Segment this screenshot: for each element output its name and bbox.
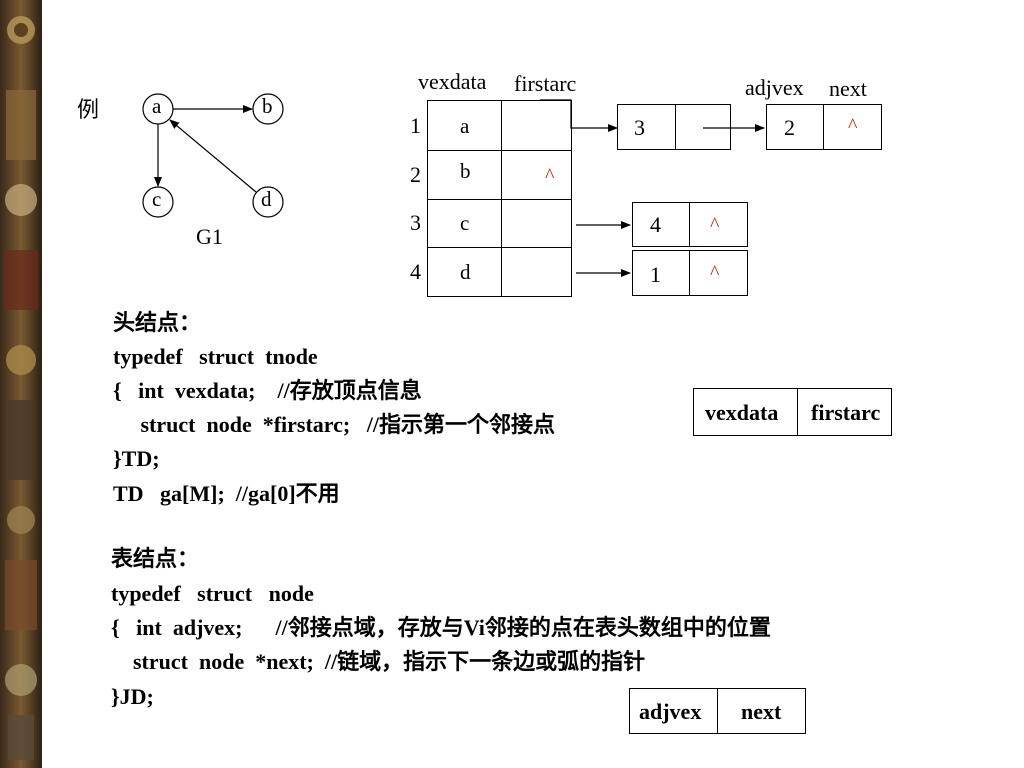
head-table (427, 100, 572, 297)
head-struct-title: 头结点： (113, 310, 202, 335)
vexdata-cell-4: d (460, 260, 471, 284)
firstarc-header: firstarc (514, 71, 577, 96)
head-table-divider (501, 100, 502, 297)
node-d-label: d (261, 187, 272, 211)
head-struct-line-5: TD ga[M]; //ga[0]不用 (113, 481, 340, 506)
head-struct-line-4: }TD; (113, 446, 160, 471)
node-c-circle (142, 186, 174, 218)
next-null-3-1: ^ (710, 214, 720, 236)
adjvex-value-1-1: 3 (634, 115, 645, 140)
graph-name: G1 (196, 224, 223, 249)
vexdata-cell-3: c (460, 211, 470, 235)
example-label: 例 (77, 97, 100, 122)
head-struct-box-firstarc: firstarc (811, 400, 881, 425)
head-struct-line-1: typedef struct tnode (113, 344, 318, 369)
adjvex-value-3-1: 4 (650, 212, 661, 237)
list-struct-line-1: typedef struct node (111, 581, 314, 606)
head-struct-line-3: struct node *firstarc; //指示第一个邻接点 (113, 412, 556, 437)
list-node-1-1 (617, 104, 731, 150)
list-node-divider (675, 104, 676, 150)
vexdata-cell-1: a (460, 114, 470, 138)
list-node-divider (689, 250, 690, 296)
list-struct-title: 表结点： (111, 546, 200, 571)
head-struct-line-2: { int vexdata; //存放顶点信息 (113, 378, 422, 403)
vexdata-cell-2: b (460, 159, 471, 183)
list-node-divider (689, 202, 690, 247)
graph-g1 (142, 93, 284, 218)
edge-d-a (169, 119, 257, 193)
adjvex-header: adjvex (745, 75, 804, 100)
head-struct-box-vexdata: vexdata (705, 400, 779, 425)
decorative-border (0, 0, 42, 768)
next-null-1-2: ^ (848, 115, 858, 137)
list-struct-line-4: }JD; (111, 684, 154, 709)
node-b-circle (252, 93, 284, 125)
node-a-label: a (152, 94, 162, 118)
list-node-3-1 (632, 202, 748, 247)
row-index-4: 4 (410, 259, 421, 284)
adjvex-value-1-2: 2 (784, 115, 795, 140)
adjvex-value-4-1: 1 (650, 262, 661, 287)
list-node-divider (823, 104, 824, 150)
head-table-row-line (427, 247, 572, 248)
list-struct-box-adjvex: adjvex (639, 699, 702, 724)
head-table-row-line (427, 199, 572, 200)
head-struct-box-divider (797, 388, 798, 436)
node-c-label: c (152, 187, 162, 211)
list-struct-box-divider (717, 688, 718, 734)
row-index-3: 3 (410, 210, 421, 235)
row-index-2: 2 (410, 162, 421, 187)
list-struct-box-next: next (741, 699, 782, 724)
row-index-1: 1 (410, 113, 421, 138)
next-header: next (829, 76, 867, 101)
list-struct-line-3: struct node *next; //链域，指示下一条边或弧的指针 (111, 649, 646, 674)
list-node-4-1 (632, 250, 748, 296)
list-node-1-2 (766, 104, 882, 150)
vexdata-header: vexdata (418, 69, 487, 94)
node-d-circle (252, 186, 284, 218)
head-table-row-line (427, 150, 572, 151)
list-struct-line-2: { int adjvex; //邻接点域，存放与Vi邻接的点在表头数组中的位置 (111, 615, 771, 640)
next-null-4-1: ^ (710, 262, 720, 284)
firstarc-null-2: ^ (545, 165, 555, 187)
head-struct-box (693, 388, 892, 436)
node-b-label: b (262, 94, 273, 118)
